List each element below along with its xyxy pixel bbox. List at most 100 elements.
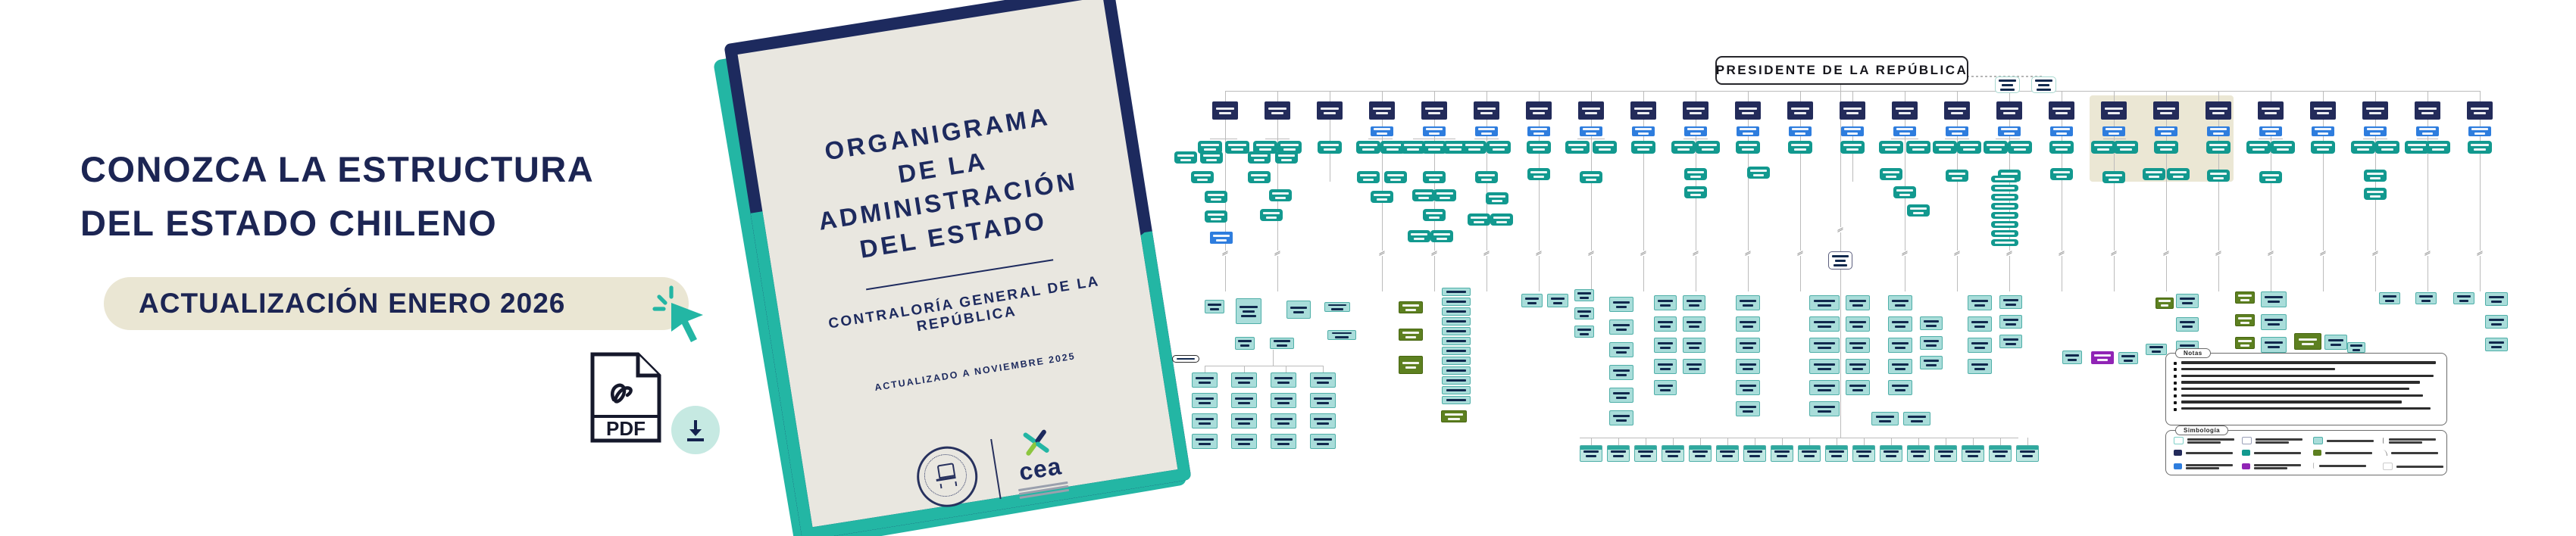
service-box <box>1475 171 1498 183</box>
legend-item-brkc <box>2383 463 2443 470</box>
org-box-lt <box>2485 292 2508 306</box>
ministry-box <box>1892 101 1918 120</box>
connector-line <box>1800 144 1802 291</box>
seremi-box <box>2207 126 2230 136</box>
connector-line <box>1591 91 1593 101</box>
connector-line <box>1618 438 1620 445</box>
service-box <box>1200 151 1223 164</box>
org-box-lt <box>1920 356 1943 369</box>
service-box <box>1412 189 1435 201</box>
connector-line <box>2480 144 2481 291</box>
line-break-mark <box>1483 250 1490 257</box>
service-box <box>2364 188 2387 200</box>
subsecretaria-box <box>1984 141 2008 154</box>
card-content: ORGANIGRAMA DE LA ADMINISTRACIÓN DEL EST… <box>733 0 1183 532</box>
note-line <box>2174 361 2439 365</box>
connector-line <box>1273 350 1274 366</box>
org-box-lt <box>1609 297 1633 312</box>
org-box-lt <box>1310 413 1336 428</box>
president-box: PRESIDENTE DE LA REPÚBLICA <box>1715 56 1968 85</box>
subsecretaria-box <box>1253 141 1277 154</box>
state-company-box <box>1771 445 1793 462</box>
subsecretaria-box <box>2091 141 2115 154</box>
ministry-box <box>1840 101 1865 120</box>
ministry-box <box>1369 101 1395 120</box>
subsecretaria-box <box>1380 141 1405 154</box>
connector-line <box>1891 438 1893 445</box>
connector-line <box>2166 144 2168 291</box>
thin-chip-icon <box>2313 463 2315 469</box>
service-box <box>1191 171 1214 183</box>
connector-line <box>1225 91 1227 101</box>
connector-line <box>1840 82 1842 91</box>
connector-line <box>1244 366 1246 372</box>
connector-line <box>2480 91 2481 101</box>
download-button[interactable] <box>671 406 720 454</box>
legend-item-olive <box>2313 450 2372 456</box>
org-box-lt <box>1574 307 1594 319</box>
org-box-lt <box>1270 338 1294 349</box>
ministry-box <box>1996 101 2022 120</box>
org-box-lt <box>1736 401 1760 416</box>
org-box-lt <box>2347 342 2365 353</box>
notes-tab: Notas <box>2175 348 2211 358</box>
org-box-lt <box>1547 294 1568 307</box>
subsecretaria-box <box>2206 141 2231 154</box>
connector-line <box>1957 144 1959 291</box>
org-box-lt <box>1286 301 1311 319</box>
line-break-mark <box>2320 250 2327 257</box>
org-box-olive <box>1441 410 1467 422</box>
service-box <box>1684 168 1707 180</box>
org-box-lt <box>1442 307 1471 316</box>
ministry-box <box>1317 101 1343 120</box>
subsecretaria-box <box>1198 141 1222 154</box>
org-box-lt <box>1683 295 1705 310</box>
update-badge[interactable]: ACTUALIZACIÓN ENERO 2026 <box>104 277 689 330</box>
legend-item-navy <box>2174 450 2233 456</box>
ministry-box <box>1265 101 1290 120</box>
org-box-lt <box>1809 359 1840 374</box>
org-box-lt <box>1231 372 1257 388</box>
connector-line <box>1382 91 1383 101</box>
connector-line <box>1277 91 1279 101</box>
legend-item-blue <box>2174 463 2233 471</box>
connector-line <box>1591 144 1593 291</box>
service-box <box>1205 210 1227 223</box>
org-box-lt <box>1442 337 1471 345</box>
connector-line <box>2114 144 2115 291</box>
connector-line <box>1643 91 1645 101</box>
connector-line <box>1225 120 1227 144</box>
legend-item-sq <box>2383 450 2438 456</box>
ministry-box <box>1735 101 1761 120</box>
org-box-lt <box>1609 410 1633 425</box>
state-company-box <box>1825 445 1848 462</box>
service-box <box>1880 168 1902 180</box>
organigrama-cover-card: ORGANIGRAMA DE LA ADMINISTRACIÓN DEL EST… <box>712 0 1192 536</box>
line-break-mark <box>2372 250 2379 257</box>
seremi-box <box>1580 126 1602 136</box>
subsecretaria-box <box>2114 141 2138 154</box>
subsecretaria-box <box>1631 141 1655 154</box>
org-box-olive <box>1399 301 1423 313</box>
org-box-lt <box>1231 434 1257 449</box>
org-box-lt <box>1310 434 1336 449</box>
ministry-box <box>1683 101 1708 120</box>
service-box <box>1423 209 1446 221</box>
state-company-box <box>1662 445 1684 462</box>
org-box-lt <box>1654 295 1677 310</box>
org-box-lt <box>1192 372 1218 388</box>
pdf-file-icon[interactable]: PDF <box>588 350 664 445</box>
seremi-box <box>1632 126 1655 136</box>
org-box-lt <box>1683 338 1705 353</box>
legend-item-lt <box>2313 437 2374 444</box>
subsecretaria-box <box>1840 141 1865 154</box>
line-break-mark <box>1431 250 1438 257</box>
org-box-lt <box>1231 393 1257 408</box>
seremi-box <box>1423 126 1446 136</box>
ministry-box <box>2362 101 2388 120</box>
org-box-lt <box>1310 393 1336 408</box>
subsecretaria-box <box>2426 141 2450 154</box>
connector-line <box>2218 91 2220 101</box>
subsecretaria-box <box>1443 141 1468 154</box>
org-box-lt <box>2379 292 2400 304</box>
